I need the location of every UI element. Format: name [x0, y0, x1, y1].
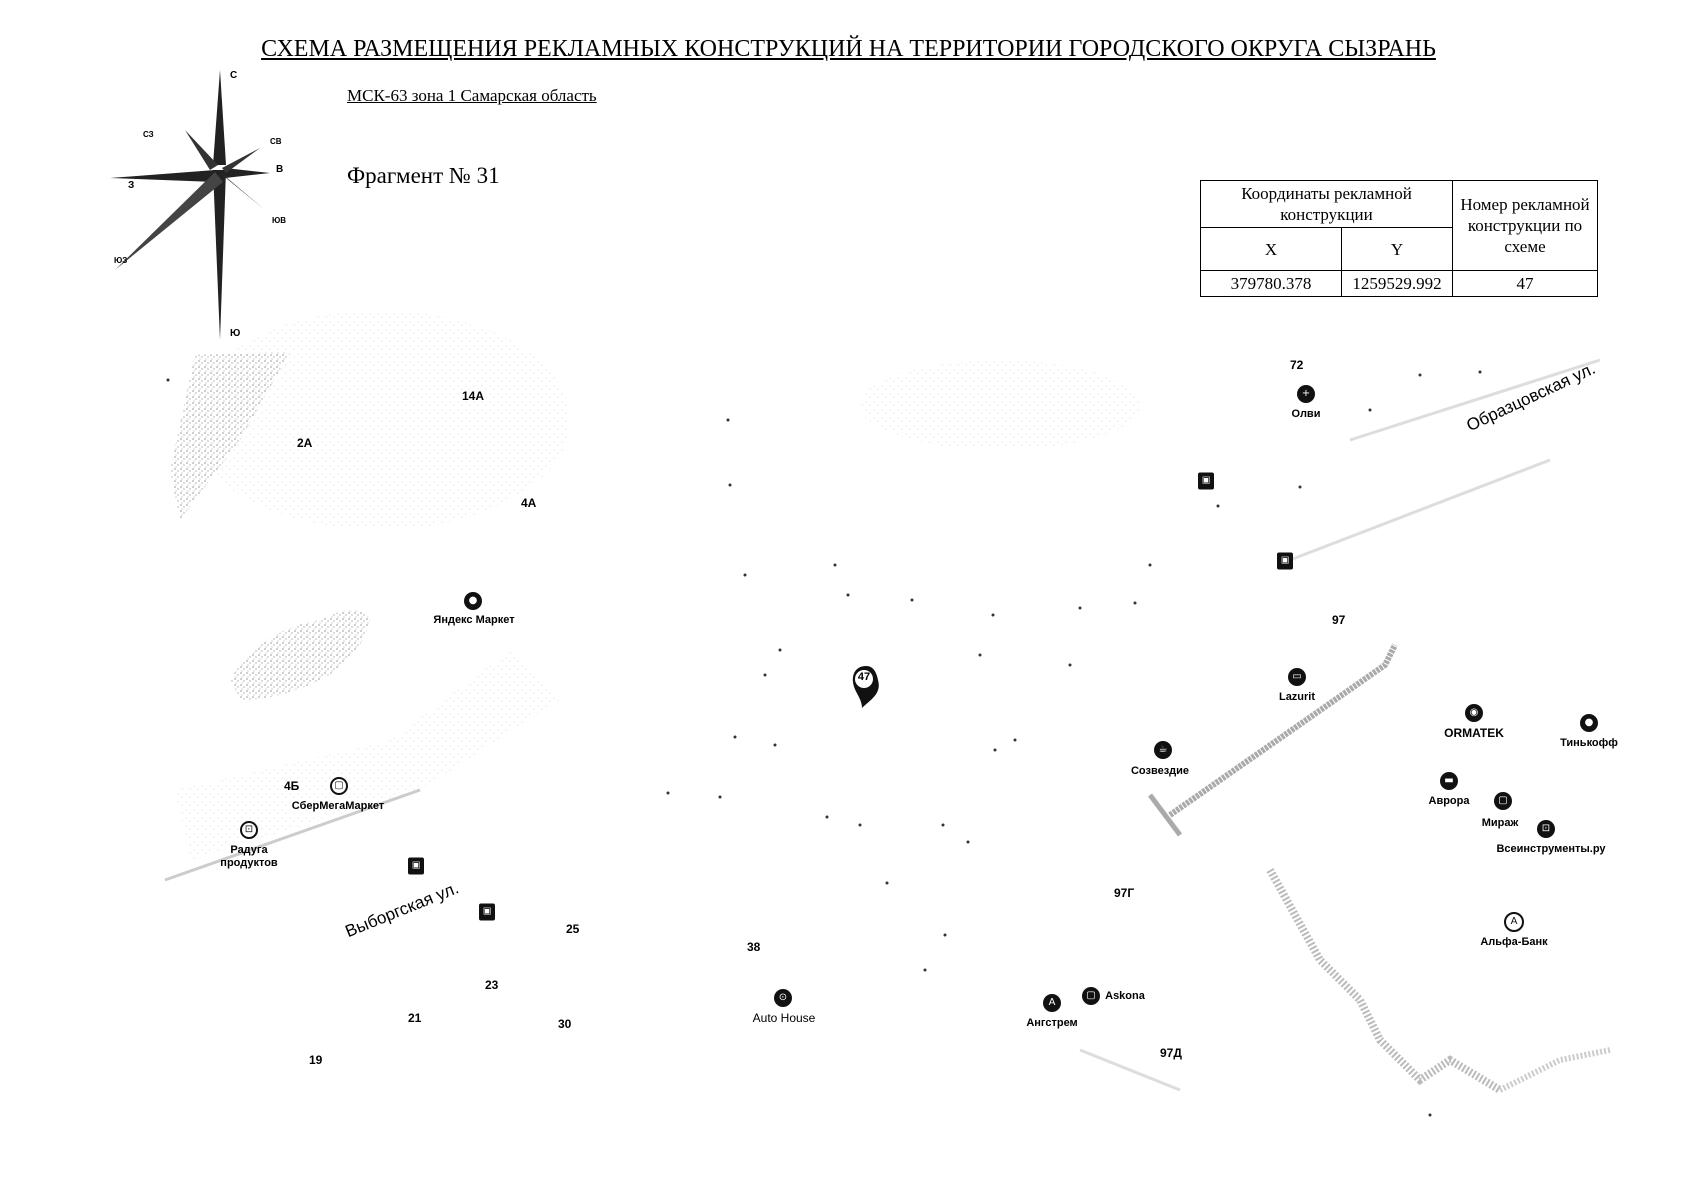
house-number: 4Б	[284, 779, 300, 793]
bus-stop-icon[interactable]: ▣	[1277, 552, 1293, 570]
house-number: 2А	[297, 436, 313, 450]
house-number: 21	[408, 1011, 422, 1025]
coords-header: Координаты рекламной конструкции	[1200, 180, 1453, 228]
house-number: 14А	[462, 389, 485, 403]
compass-s: Ю	[230, 328, 241, 339]
place-ormatek: ORMATEK	[1444, 726, 1504, 740]
x-value: 379780.378	[1200, 270, 1342, 297]
house-number: 97	[1332, 613, 1346, 627]
number-header: Номер рекламной конструкции по схеме	[1452, 180, 1598, 271]
place-lazurit: Lazurit	[1278, 691, 1316, 703]
place-olvi: Олви	[1291, 408, 1321, 420]
olvi-pharmacy-icon[interactable]: +	[1297, 385, 1315, 403]
compass-star-icon	[110, 70, 270, 340]
yandex-market-icon[interactable]: ●	[464, 592, 482, 610]
sozvezdie-cafe-icon[interactable]: ☕	[1154, 741, 1172, 759]
lazurit-furniture-icon[interactable]: ▭	[1288, 668, 1306, 686]
advertising-marker-47[interactable]: 47	[848, 662, 888, 712]
place-askona: Askona	[1105, 990, 1145, 1002]
place-avrora: Аврора	[1428, 795, 1470, 807]
place-alfa-bank: Альфа-Банк	[1480, 936, 1548, 948]
construction-number: 47	[1452, 270, 1598, 297]
compass-rose: С Ю В З СВ СЗ ЮВ ЮЗ	[100, 60, 300, 350]
auto-house-car-icon[interactable]: ⊙	[774, 989, 792, 1007]
place-sozvezdie: Созвездие	[1130, 765, 1190, 777]
avrora-hotel-icon[interactable]: ▬	[1440, 772, 1458, 790]
bus-stop-icon[interactable]: ▣	[479, 903, 495, 921]
place-angstrem: Ангстрем	[1026, 1017, 1078, 1029]
place-yandex-market: Яндекс Маркет	[433, 614, 515, 626]
alfa-bank-icon[interactable]: A	[1504, 912, 1524, 932]
compass-ne: СВ	[270, 137, 282, 146]
place-tinkoff: Тинькофф	[1560, 737, 1618, 749]
house-number: 97Д	[1160, 1046, 1182, 1060]
place-raduga: Радуга продуктов	[220, 844, 278, 869]
fragment-number: Фрагмент № 31	[347, 163, 500, 188]
house-number: 23	[485, 978, 499, 992]
compass-sw: ЮЗ	[114, 256, 128, 265]
advertising-marker-label: 47	[857, 671, 871, 683]
coordinates-table: Координаты рекламной конструкции Номер р…	[1200, 180, 1598, 297]
house-number: 72	[1290, 358, 1304, 372]
bus-stop-icon[interactable]: ▣	[408, 857, 424, 875]
place-auto-house: Auto House	[752, 1011, 816, 1025]
house-number: 38	[747, 940, 761, 954]
house-number: 4А	[521, 496, 537, 510]
angstrem-icon[interactable]: A	[1043, 994, 1061, 1012]
raduga-shop-icon[interactable]: ⊡	[240, 821, 258, 839]
compass-e: В	[276, 164, 284, 175]
sbermegamarket-icon[interactable]: ▢	[330, 777, 348, 795]
y-value: 1259529.992	[1341, 270, 1453, 297]
house-number: 30	[558, 1017, 572, 1031]
page-title: СХЕМА РАЗМЕЩЕНИЯ РЕКЛАМНЫХ КОНСТРУКЦИЙ Н…	[261, 36, 1436, 62]
ormatek-icon[interactable]: ◉	[1465, 704, 1483, 722]
mirazh-shop-icon[interactable]: ▢	[1494, 792, 1512, 810]
house-number: 97Г	[1114, 886, 1135, 900]
place-mirazh: Мираж	[1481, 817, 1519, 829]
compass-w: З	[128, 180, 135, 191]
compass-n: С	[230, 70, 238, 81]
house-number: 25	[566, 922, 580, 936]
tinkoff-icon[interactable]: ●	[1580, 714, 1598, 732]
place-vseinstrumenty: Всеинструменты.ру	[1496, 843, 1606, 855]
coordinate-system-label: МСК-63 зона 1 Самарская область	[347, 86, 597, 105]
vseinstrumenty-cart-icon[interactable]: ⊡	[1537, 820, 1555, 838]
place-sbermegamarket: СберМегаМаркет	[291, 800, 385, 812]
x-header: X	[1200, 227, 1342, 271]
map-pin-icon	[852, 666, 879, 708]
askona-shop-icon[interactable]: ▢	[1082, 987, 1100, 1005]
compass-se: ЮВ	[272, 216, 287, 225]
bus-stop-icon[interactable]: ▣	[1198, 472, 1214, 490]
house-number: 19	[309, 1053, 323, 1067]
compass-nw: СЗ	[143, 130, 154, 139]
y-header: Y	[1341, 227, 1453, 271]
